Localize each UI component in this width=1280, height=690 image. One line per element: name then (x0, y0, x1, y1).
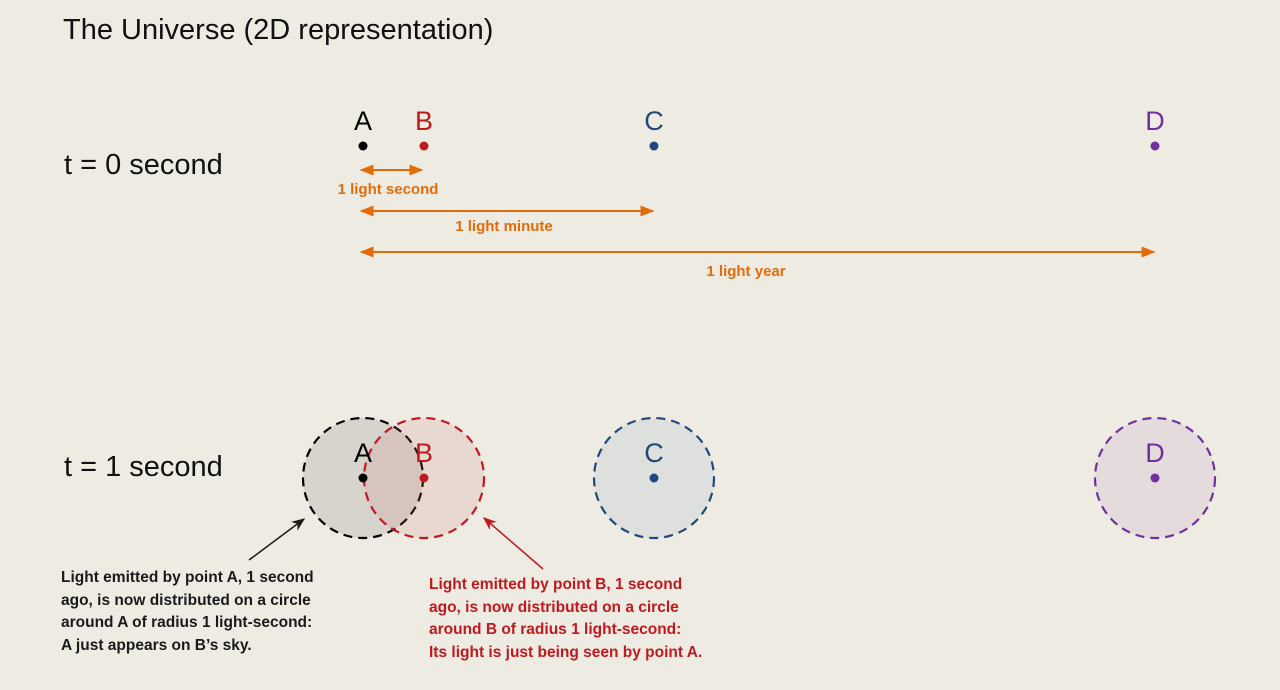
point-b-t1 (419, 473, 429, 483)
time-label-t0: t = 0 second (64, 149, 223, 181)
note-a-line: Light emitted by point A, 1 second (61, 569, 314, 586)
pointer-arrow-a (248, 518, 306, 561)
note-a-line: ago, is now distributed on a circle (61, 591, 311, 609)
point-label-c-t1: C (644, 438, 664, 468)
label-light-year: 1 light year (706, 263, 785, 280)
point-label-b-t1: B (415, 438, 433, 468)
note-point-b: Light emitted by point B, 1 second ago, … (429, 574, 702, 664)
page-title: The Universe (2D representation) (63, 14, 494, 46)
point-d-t1 (1150, 473, 1160, 483)
label-light-minute: 1 light minute (455, 218, 553, 235)
point-c-t0 (649, 141, 659, 151)
point-d-t0 (1150, 141, 1160, 151)
note-a-line: around A of radius 1 light-second: (61, 614, 313, 631)
note-point-a: Light emitted by point A, 1 second ago, … (61, 567, 314, 657)
note-b-line: Its light is just being seen by point A. (429, 643, 703, 661)
point-label-b-t0: B (415, 106, 433, 136)
point-label-d-t1: D (1145, 438, 1165, 468)
note-b-line: Light emitted by point B, 1 second (429, 576, 683, 593)
point-label-c-t0: C (644, 106, 664, 136)
point-label-a-t0: A (354, 106, 372, 136)
point-label-d-t0: D (1145, 106, 1165, 136)
point-label-a-t1: A (354, 438, 372, 468)
pointer-arrow-b (482, 517, 544, 570)
note-b-line: ago, is now distributed on a circle (429, 598, 679, 616)
point-a-t1 (358, 473, 368, 483)
point-b-t0 (419, 141, 429, 151)
label-light-second: 1 light second (338, 181, 439, 198)
time-label-t1: t = 1 second (64, 451, 223, 483)
point-c-t1 (649, 473, 659, 483)
point-a-t0 (358, 141, 368, 151)
note-b-line: around B of radius 1 light-second: (429, 621, 682, 638)
note-a-line: A just appears on B’s sky. (61, 636, 252, 654)
